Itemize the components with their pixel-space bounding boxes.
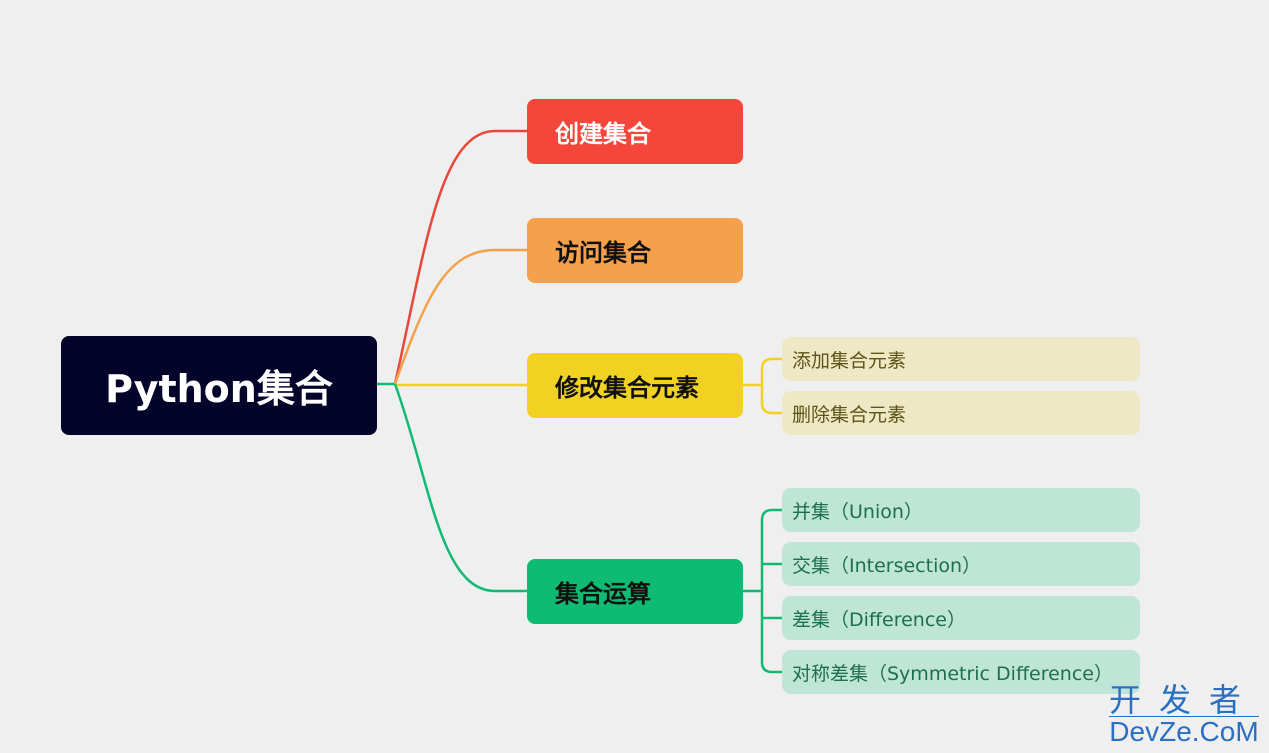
leaf-add-element[interactable]: 添加集合元素 [782,337,1140,381]
leaf-union[interactable]: 并集（Union） [782,488,1140,532]
leaf-remove-element[interactable]: 删除集合元素 [782,391,1140,435]
root-node[interactable]: Python集合 [61,336,377,435]
leaf-label: 差集（Difference） [792,608,966,631]
leaf-label: 添加集合元素 [792,349,907,372]
watermark-logo: 开发者 DevZe.CoM [1108,682,1259,747]
leaf-label: 对称差集（Symmetric Difference） [792,662,1113,685]
leaf-label: 并集（Union） [792,500,923,523]
leaf-label: 交集（Intersection） [792,554,982,577]
leaf-label: 删除集合元素 [792,403,907,426]
connector-modify-children [743,357,782,415]
branch-label: 创建集合 [555,120,651,148]
branch-label: 修改集合元素 [555,374,699,402]
connector-create [393,129,527,385]
watermark-line1: 开发者 [1108,682,1259,718]
leaf-symmetric-difference[interactable]: 对称差集（Symmetric Difference） [782,650,1140,694]
branch-modify-set[interactable]: 修改集合元素 [527,353,743,418]
root-label: Python集合 [105,367,333,411]
connector-ops [393,383,527,593]
branch-label: 集合运算 [555,580,651,608]
leaf-difference[interactable]: 差集（Difference） [782,596,1140,640]
connector-access [393,248,527,385]
branch-create-set[interactable]: 创建集合 [527,99,743,164]
branch-access-set[interactable]: 访问集合 [527,218,743,283]
branch-label: 访问集合 [555,239,651,267]
branch-set-operations[interactable]: 集合运算 [527,559,743,624]
leaf-intersection[interactable]: 交集（Intersection） [782,542,1140,586]
connector-ops-children [743,508,782,674]
watermark-line2: DevZe.CoM [1108,716,1259,747]
